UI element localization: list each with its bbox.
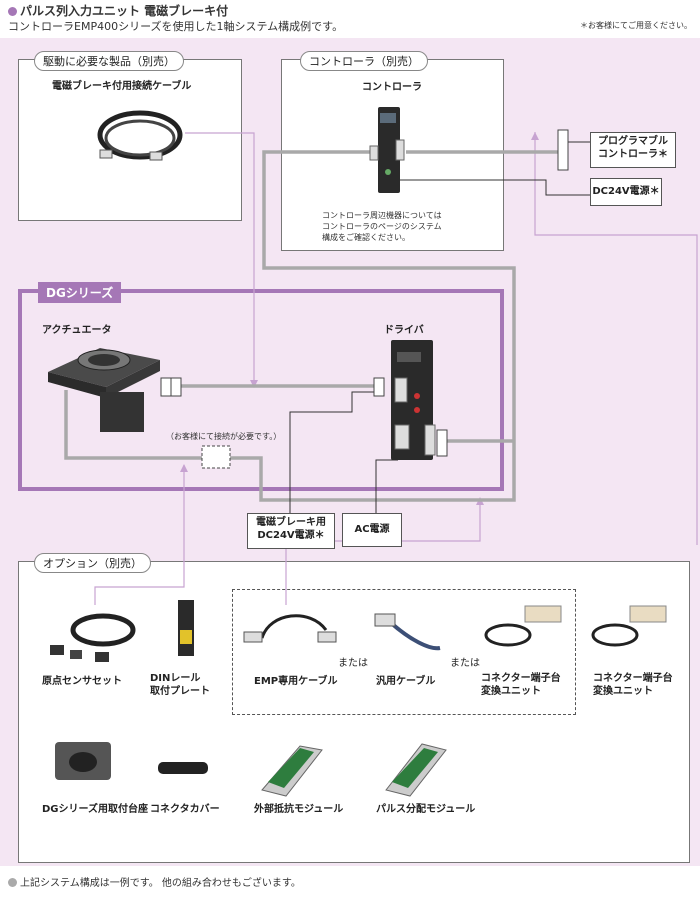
option-pulse-distribution: パルス分配モジュール [376,804,476,815]
footer-note: 上記システム構成は一例です。 他の組み合わせもございます。 [8,874,301,889]
options-section-label: オプション（別売） [34,553,151,573]
driver-illustration [391,340,436,460]
connect-note: （お客様にて接続が必要です。） [166,432,282,441]
bullet-icon [8,7,17,16]
option-terminal-converter-1: コネクター端子台 変換ユニット [481,673,561,697]
page-subtitle: コントローラEMP400シリーズを使用した1軸システム構成例です。 [8,20,344,33]
required-products-label: 駆動に必要な製品（別売） [34,51,184,71]
ac-power-box: AC電源 [342,513,402,547]
controller-section-label: コントローラ（別売） [300,51,428,71]
controller-title: コントローラ [362,82,422,93]
option-general-cable: 汎用ケーブル [376,676,436,687]
actuator-illustration [48,348,160,432]
actuator-label: アクチュエータ [42,325,112,336]
option-emp-cable: EMP専用ケーブル [254,676,338,687]
sensor-cable-line [94,465,185,605]
bullet-icon [8,878,17,887]
customer-note: ＊お客様にてご用意ください。 [580,21,692,30]
page-title: パルス列入力ユニット 電磁ブレーキ付 [8,2,228,19]
cable-group-dashed-box [232,589,576,715]
option-connector-cover: コネクタカバー [150,804,220,815]
option-or-1: または [338,658,368,669]
option-illustrations [50,600,667,797]
dc24v-power-box: DC24V電源＊ [590,178,662,206]
controller-note: コントローラ周辺機器については コントローラのページのシステム 構成をご確認くだ… [322,211,442,242]
option-or-2: または [450,658,480,669]
driver-label: ドライバ [384,325,424,336]
option-external-resistor: 外部抵抗モジュール [254,804,344,815]
brake-cable-label: 電磁ブレーキ付用接続ケーブル [52,81,192,92]
brake-cable-line [185,132,255,380]
options-box [18,561,690,863]
option-terminal-converter-2: コネクター端子台 変換ユニット [593,673,673,697]
option-origin-sensor-set: 原点センサセット [42,676,122,687]
option-mounting-base: DGシリーズ用取付台座 [42,804,149,815]
brake-cable-illustration [97,110,183,161]
plc-box: プログラマブル コントローラ＊ [590,132,676,168]
controller-driver-cable [64,150,516,502]
dg-series-tag: DGシリーズ [38,282,122,303]
brake-power-box: 電磁ブレーキ用 DC24V電源＊ [247,513,335,549]
controller-option-line [534,132,698,545]
controller-illustration [369,107,405,193]
option-din-plate: DINレール 取付プレート [150,673,210,697]
